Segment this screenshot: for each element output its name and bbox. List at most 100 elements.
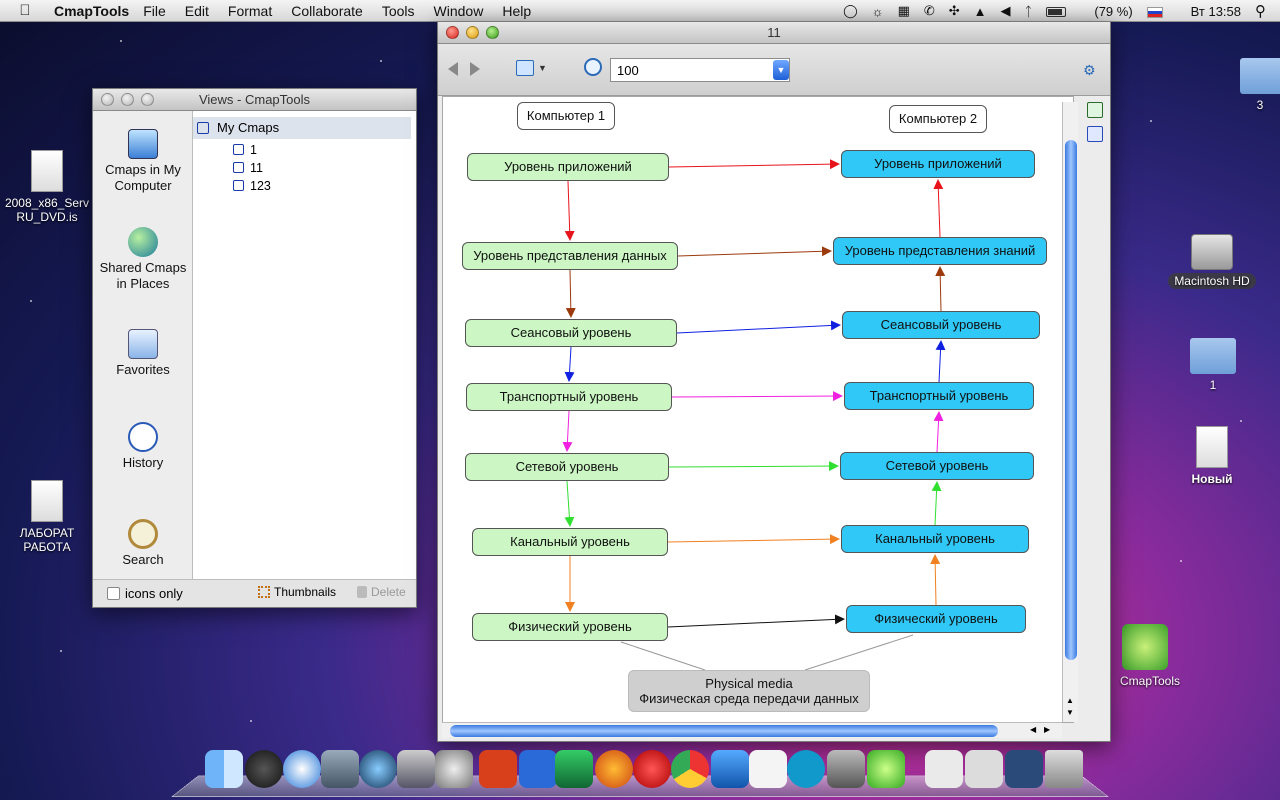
- concept-left-4[interactable]: Транспортный уровень: [466, 383, 672, 411]
- desktop-icon-folder-3[interactable]: 3: [1240, 58, 1280, 112]
- apple-menu-icon[interactable]: : [10, 2, 40, 19]
- concept-right-2[interactable]: Уровень представления знаний: [833, 237, 1047, 265]
- link-horizontal-6[interactable]: [667, 534, 840, 545]
- powerpoint-icon[interactable]: [479, 750, 517, 788]
- views-titlebar[interactable]: Views - CmapTools: [93, 89, 416, 111]
- menu-clock[interactable]: Вт 13:58: [1190, 3, 1241, 19]
- zoom-field[interactable]: [610, 58, 790, 82]
- desktop-icon-macintosh-hd[interactable]: Macintosh HD: [1160, 234, 1264, 289]
- link-left-down-5[interactable]: [564, 480, 575, 527]
- concept-left-2[interactable]: Уровень представления данных: [462, 242, 678, 270]
- concept-left-7[interactable]: Физический уровень: [472, 613, 668, 641]
- shared-cmaps-in-places-button[interactable]: Shared Cmaps in Places: [93, 227, 193, 292]
- spotlight-icon[interactable]: ⚲: [1255, 3, 1266, 20]
- input-icon[interactable]: ✣: [948, 3, 960, 18]
- minimize-button[interactable]: [121, 93, 134, 106]
- desktop-icon-novyi[interactable]: Новый: [1182, 426, 1242, 486]
- header-computer-2[interactable]: Компьютер 2: [889, 105, 987, 133]
- tree-item-my-cmaps[interactable]: My Cmaps: [193, 117, 411, 139]
- remote-desktop-icon[interactable]: [555, 750, 593, 788]
- link-media-left[interactable]: [620, 641, 706, 671]
- skype-icon[interactable]: [787, 750, 825, 788]
- menu-tools[interactable]: Tools: [381, 2, 415, 19]
- header-computer-1[interactable]: Компьютер 1: [517, 102, 615, 130]
- minimized-window-2-icon[interactable]: [965, 750, 1003, 788]
- view-options-icon[interactable]: [516, 60, 534, 76]
- calendar-icon[interactable]: ▦: [897, 3, 910, 18]
- desktop-icon-cmaptools[interactable]: CmapTools: [1108, 624, 1192, 688]
- desktop-icon-iso[interactable]: 2008_x86_Serv RU_DVD.is: [0, 150, 94, 224]
- forward-arrow-icon[interactable]: [470, 62, 480, 76]
- delete-button[interactable]: Delete: [357, 585, 406, 599]
- weather-icon[interactable]: ☼: [871, 3, 884, 19]
- firefox-icon[interactable]: [595, 750, 633, 788]
- icons-only-checkbox[interactable]: [107, 587, 120, 600]
- cmaptools-dock-icon[interactable]: [867, 750, 905, 788]
- concept-map-canvas[interactable]: Компьютер 1 Компьютер 2 Уровень приложений…: [442, 96, 1074, 723]
- scroll-right-arrow-icon[interactable]: ▶: [1044, 725, 1051, 734]
- scroll-up-arrow-icon[interactable]: ▲: [1066, 696, 1074, 705]
- concept-left-3[interactable]: Сеансовый уровень: [465, 319, 677, 347]
- concept-right-6[interactable]: Канальный уровень: [841, 525, 1029, 553]
- safari-icon[interactable]: [283, 750, 321, 788]
- menu-window[interactable]: Window: [433, 2, 484, 19]
- concept-right-3[interactable]: Сеансовый уровень: [842, 311, 1040, 339]
- menu-file[interactable]: File: [143, 2, 166, 19]
- link-left-down-2[interactable]: [565, 269, 576, 318]
- link-right-up-3[interactable]: [935, 340, 946, 383]
- bluetooth-icon[interactable]: ᛏ: [1024, 3, 1033, 19]
- menu-help[interactable]: Help: [502, 2, 532, 19]
- zoom-button[interactable]: [486, 26, 499, 39]
- cmap-titlebar[interactable]: 11: [438, 22, 1110, 44]
- word-icon[interactable]: [519, 750, 557, 788]
- input-source-flag-icon[interactable]: [1146, 4, 1177, 19]
- concept-left-1[interactable]: Уровень приложений: [467, 153, 669, 181]
- textedit-icon[interactable]: [749, 750, 787, 788]
- scroll-left-arrow-icon[interactable]: ◀: [1030, 725, 1037, 734]
- tree-item-11[interactable]: 11: [233, 161, 263, 175]
- concept-left-6[interactable]: Канальный уровень: [472, 528, 668, 556]
- app-menu[interactable]: CmapTools: [54, 2, 130, 19]
- link-left-down-4[interactable]: [562, 410, 573, 452]
- zoom-magnifier-icon[interactable]: [584, 58, 602, 76]
- minimized-window-1-icon[interactable]: [925, 750, 963, 788]
- phone-icon[interactable]: ✆: [923, 3, 935, 18]
- minimize-button[interactable]: [466, 26, 479, 39]
- menu-edit[interactable]: Edit: [184, 2, 209, 19]
- dashboard-icon[interactable]: [245, 750, 283, 788]
- nested-nodes-icon[interactable]: [1087, 126, 1103, 142]
- history-button[interactable]: History: [93, 422, 193, 470]
- link-right-up-4[interactable]: [933, 411, 944, 453]
- favorites-button[interactable]: Favorites: [93, 329, 193, 377]
- minimized-window-3-icon[interactable]: [1005, 750, 1043, 788]
- zoom-button[interactable]: [141, 93, 154, 106]
- concept-left-5[interactable]: Сетевой уровень: [465, 453, 669, 481]
- back-arrow-icon[interactable]: [448, 62, 458, 76]
- vertical-scrollbar[interactable]: ▲ ▼: [1062, 102, 1078, 722]
- teamviewer-icon[interactable]: [711, 750, 749, 788]
- link-right-up-1[interactable]: [933, 179, 944, 238]
- trash-dock-icon[interactable]: [1045, 750, 1083, 788]
- view-options-dropdown-icon[interactable]: ▼: [538, 63, 547, 73]
- menu-format[interactable]: Format: [227, 2, 273, 19]
- desktop-icon-folder-1[interactable]: 1: [1188, 338, 1238, 392]
- wifi-icon[interactable]: ▲: [973, 3, 987, 19]
- desktop-icon-lab[interactable]: ЛАБОРАТ РАБОТА: [0, 480, 94, 554]
- vertical-scroll-thumb[interactable]: [1065, 140, 1077, 660]
- mail-icon[interactable]: [321, 750, 359, 788]
- battery-icon[interactable]: [1046, 4, 1080, 19]
- link-right-up-2[interactable]: [935, 266, 946, 312]
- scroll-down-arrow-icon[interactable]: ▼: [1066, 708, 1074, 717]
- iphoto-icon[interactable]: [397, 750, 435, 788]
- close-button[interactable]: [101, 93, 114, 106]
- close-button[interactable]: [446, 26, 459, 39]
- link-horizontal-3[interactable]: [676, 320, 841, 334]
- itunes-icon[interactable]: [359, 750, 397, 788]
- link-right-up-5[interactable]: [931, 481, 942, 526]
- map-info-icon[interactable]: ⚙: [1083, 62, 1096, 78]
- styles-icon[interactable]: [1087, 102, 1103, 118]
- spaces-icon[interactable]: ◯: [843, 3, 858, 18]
- preview-icon[interactable]: [827, 750, 865, 788]
- concept-right-5[interactable]: Сетевой уровень: [840, 452, 1034, 480]
- link-horizontal-4[interactable]: [671, 391, 843, 402]
